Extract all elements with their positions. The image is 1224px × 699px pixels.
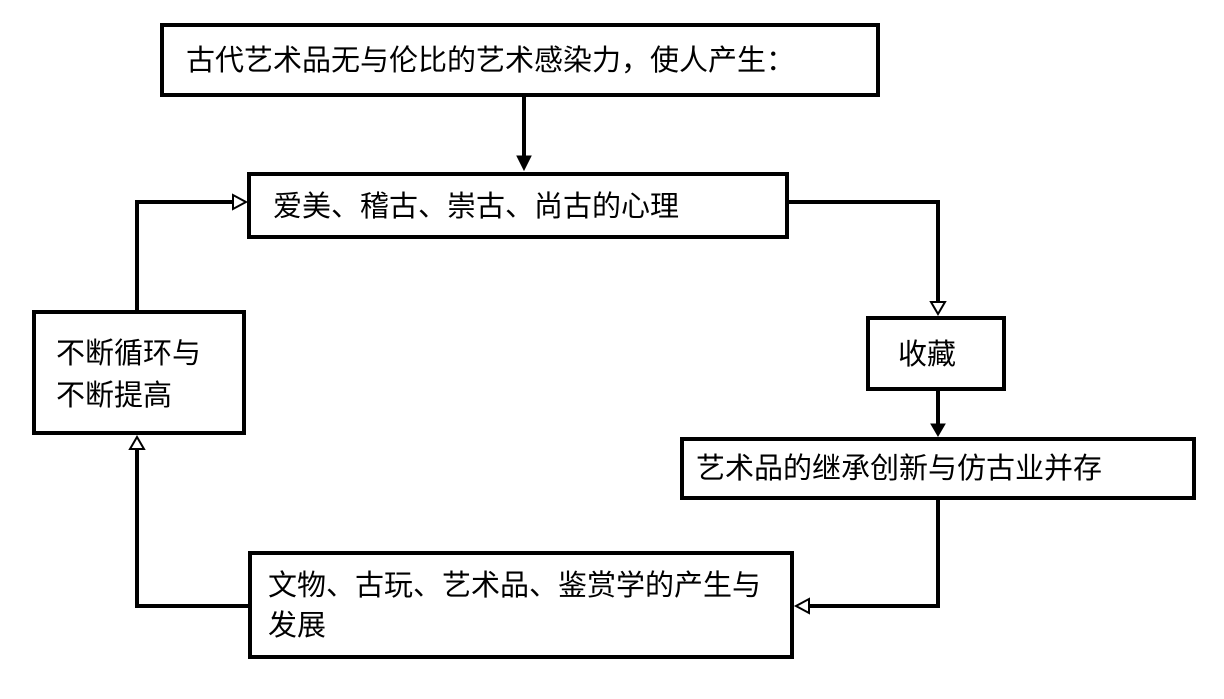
arrowhead-left-1 [793,597,810,615]
arrowhead-up-1 [128,435,146,450]
mind-box: 爱美、稽古、崇古、尚古的心理 [247,172,789,239]
top-box-text: 古代艺术品无与伦比的艺术感染力，使人产生： [186,43,796,77]
develop-box: 文物、古玩、艺术品、鉴赏学的产生与发展 [248,551,794,659]
cycle-box-line2: 不断提高 [56,378,173,412]
arrowhead-down-3 [930,423,946,437]
collect-box-text: 收藏 [898,337,957,371]
arrow-mind-to-collect [789,200,940,302]
mind-box-text: 爱美、稽古、崇古、尚古的心理 [273,189,680,223]
cycle-box-line1: 不断循环与 [56,336,202,370]
arrowhead-down-1 [516,155,532,172]
collect-box: 收藏 [866,316,1006,391]
arrowhead-right-1 [232,193,249,211]
cycle-box: 不断循环与 不断提高 [32,310,246,435]
arrow-coexist-to-develop [809,500,940,608]
develop-box-text: 文物、古玩、艺术品、鉴赏学的产生与发展 [268,568,762,642]
arrow-develop-to-cycle [135,449,248,608]
coexist-box-text: 艺术品的继承创新与仿古业并存 [696,451,1103,485]
top-box: 古代艺术品无与伦比的艺术感染力，使人产生： [160,23,880,97]
arrow-cycle-to-mind [135,200,233,310]
arrowhead-down-2 [929,301,947,316]
coexist-box: 艺术品的继承创新与仿古业并存 [680,437,1196,500]
